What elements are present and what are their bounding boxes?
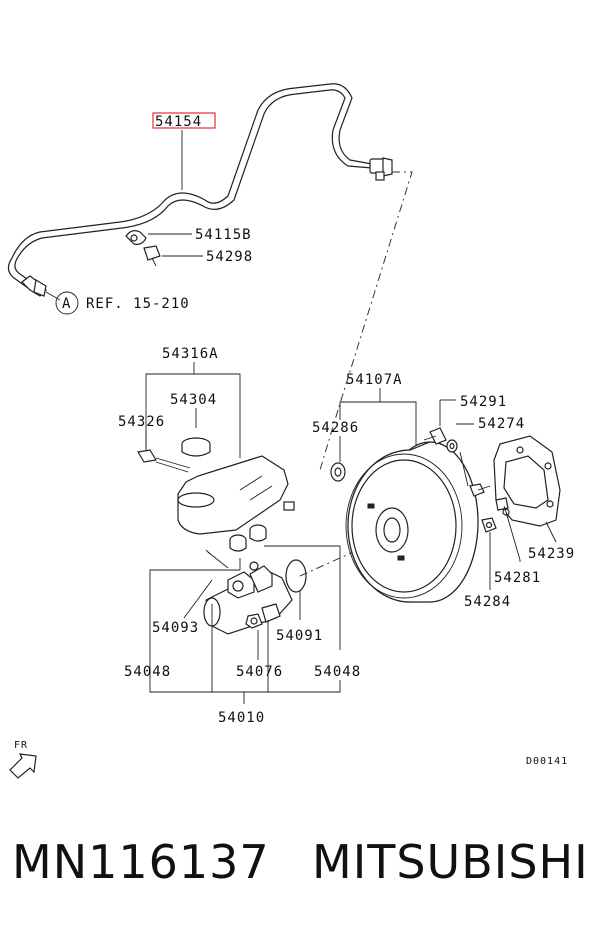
- label-54048-left: 54048: [124, 664, 171, 680]
- clip-part: [125, 230, 147, 245]
- gasket-54239: [493, 435, 561, 527]
- label-54076: 54076: [236, 664, 283, 680]
- brand-name: MITSUBISHI: [312, 835, 589, 889]
- label-54107A: 54107A: [346, 372, 403, 388]
- washer-54274: [446, 439, 458, 453]
- clevis-pin: [423, 427, 447, 445]
- label-54298: 54298: [206, 249, 253, 265]
- label-54154: 54154: [155, 114, 202, 130]
- part-number: MN116137: [12, 835, 270, 889]
- nut-54284: [481, 517, 497, 533]
- label-54304: 54304: [170, 392, 217, 408]
- brake-pipe: [7, 83, 393, 297]
- fr-label: FR: [14, 740, 28, 751]
- grommets: [229, 524, 267, 552]
- label-54326: 54326: [118, 414, 165, 430]
- highlight-box: [152, 112, 216, 129]
- nut-54076: [245, 613, 263, 629]
- reservoir-cap: [181, 437, 211, 457]
- label-54048-right: 54048: [314, 664, 361, 680]
- label-54239: 54239: [528, 546, 575, 562]
- label-54291: 54291: [460, 394, 507, 410]
- label-54281: 54281: [494, 570, 541, 586]
- bolt-part: [143, 245, 161, 267]
- reservoir-tank: [177, 455, 295, 535]
- label-54286: 54286: [312, 420, 359, 436]
- parts-diagram: 54154 54115B 54298 A REF. 15-210 54316A …: [7, 83, 575, 779]
- footer: MN116137 MITSUBISHI: [0, 835, 600, 905]
- label-54010: 54010: [218, 710, 265, 726]
- label-54316A: 54316A: [162, 346, 219, 362]
- level-sensor: [137, 449, 191, 473]
- diagram-code: D00141: [526, 756, 568, 767]
- washer-54286: [330, 462, 346, 482]
- label-54093: 54093: [152, 620, 199, 636]
- ref-circle-A: A: [62, 296, 71, 312]
- label-54091: 54091: [276, 628, 323, 644]
- label-54274: 54274: [478, 416, 525, 432]
- label-54284: 54284: [464, 594, 511, 610]
- label-54115B: 54115B: [195, 227, 252, 243]
- front-arrow-icon: [9, 753, 37, 779]
- ref-label: REF. 15-210: [86, 296, 190, 312]
- brake-booster: [345, 441, 491, 603]
